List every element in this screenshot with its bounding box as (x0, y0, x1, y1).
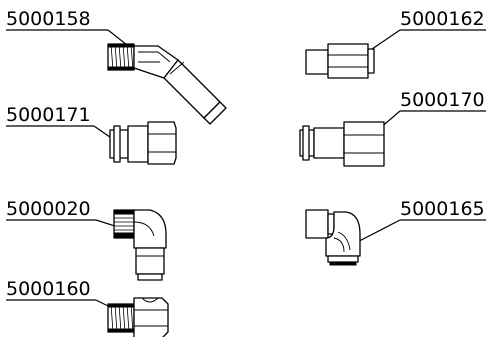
part-number-label: 5000165 (400, 198, 485, 220)
part-number-label: 5000162 (400, 8, 485, 30)
part-number-label: 5000171 (6, 104, 91, 126)
fitting-drawing (305, 43, 375, 79)
part-5000020: 5000020 (6, 198, 167, 281)
fitting-drawing (107, 297, 169, 337)
part-5000170: 5000170 (299, 89, 486, 167)
part-5000171: 5000171 (6, 104, 177, 165)
part-number-label: 5000160 (6, 278, 91, 300)
part-5000162: 5000162 (305, 8, 486, 79)
fitting-drawing (299, 121, 385, 167)
fitting-drawing (109, 121, 177, 165)
part-5000165: 5000165 (305, 198, 486, 266)
part-number-label: 5000170 (400, 89, 485, 111)
fitting-drawing (305, 209, 361, 266)
part-number-label: 5000158 (6, 8, 91, 30)
fitting-drawing (113, 209, 167, 281)
part-5000160: 5000160 (6, 278, 169, 337)
fitting-drawing (107, 43, 227, 125)
part-5000158: 5000158 (6, 8, 227, 125)
part-number-label: 5000020 (6, 198, 91, 220)
